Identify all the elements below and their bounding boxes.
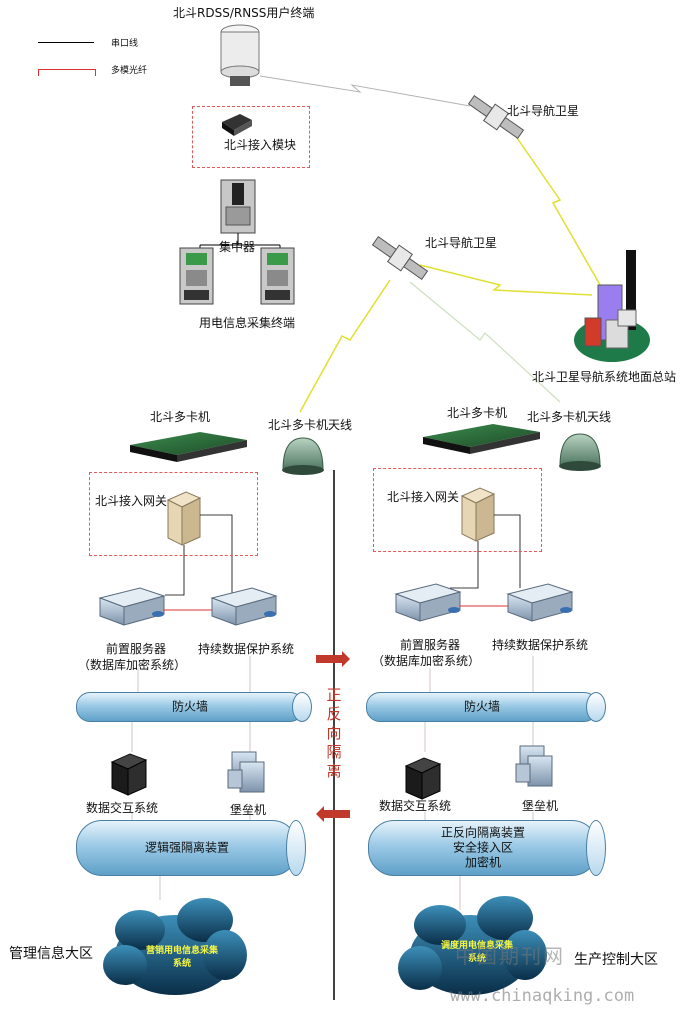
access-module-box: [192, 106, 310, 168]
data-exchange-server-icon: [404, 757, 442, 800]
legend-serial-label: 串口线: [111, 39, 139, 49]
serial-line: [165, 545, 185, 596]
serial-line-swatch: [38, 42, 94, 43]
right-bastion-label: 堡垒机: [522, 799, 559, 813]
multicard-machine-icon: [423, 424, 540, 454]
left-antenna-label: 北斗多卡机天线: [268, 418, 353, 432]
divider-label: 正反向隔离: [326, 686, 342, 780]
rack-server-icon: [98, 587, 166, 626]
wireless-link-terminal-sat1: [259, 75, 471, 107]
left-front-server-label: 前置服务器: [106, 642, 167, 656]
right-isolation-line-3: 加密机: [464, 855, 501, 870]
right-isolation-line-1: 正反向隔离装置: [440, 825, 525, 840]
watermark-url: www.chinaqking.com: [450, 986, 635, 1006]
bastion-host-icon: [227, 751, 265, 793]
access-module-label: 北斗接入模块: [224, 138, 297, 152]
right-isolation-line-2: 安全接入区: [452, 840, 513, 855]
left-cloud-label: 营销用电信息采集系统: [145, 946, 218, 969]
watermark-cn: 中国期刊网: [455, 944, 565, 968]
left-front-server-sub: （数据库加密系统）: [78, 658, 187, 672]
bastion-host-icon: [515, 745, 553, 787]
multicard-machine-icon: [130, 432, 247, 462]
right-gateway-label: 北斗接入网关: [387, 490, 460, 504]
left-isolation-label: 逻辑强隔离装置: [144, 840, 229, 855]
data-exchange-server-icon: [110, 753, 148, 796]
gateway-server-icon: [166, 491, 202, 546]
wireless-link-sat2-station: [419, 264, 593, 296]
satellite-2-label: 北斗导航卫星: [425, 236, 498, 250]
serial-line: [494, 514, 521, 588]
user-terminal-icon: [220, 24, 260, 86]
satellite-icon: [467, 95, 525, 139]
antenna-dome-icon: [282, 437, 324, 475]
meter-icon: [179, 247, 214, 305]
antenna-dome-icon: [559, 433, 601, 471]
serial-line: [200, 514, 233, 595]
right-front-server-label: 前置服务器: [400, 638, 461, 652]
left-zone-label: 管理信息大区: [9, 946, 93, 962]
access-module-icon: [222, 114, 252, 136]
right-cloud-label: 调度用电信息采集系统: [440, 941, 513, 964]
cloud-icon: [103, 898, 247, 995]
collect-terminal-label: 用电信息采集终端: [199, 316, 296, 330]
right-firewall-label: 防火墙: [463, 699, 500, 714]
left-firewall: 防火墙: [76, 692, 312, 722]
user-terminal-label: 北斗RDSS/RNSS用户终端: [173, 6, 315, 20]
satellite-icon: [371, 236, 429, 280]
meter-icon: [260, 247, 295, 305]
concentrator-icon: [220, 179, 256, 234]
left-isolation-device: 逻辑强隔离装置: [76, 820, 306, 876]
left-firewall-label: 防火墙: [171, 699, 208, 714]
right-exchange-label: 数据交互系统: [379, 799, 452, 813]
forward-arrow-icon: [316, 651, 350, 667]
ground-station-label: 北斗卫星导航系统地面总站: [532, 370, 677, 384]
right-antenna-label: 北斗多卡机天线: [527, 410, 612, 424]
rack-server-icon: [506, 583, 574, 622]
left-backup-label: 持续数据保护系统: [198, 642, 295, 656]
right-firewall: 防火墙: [366, 692, 606, 722]
rack-server-icon: [210, 587, 278, 626]
wireless-link-sat2-right-antenna: [409, 281, 561, 403]
left-gateway-label: 北斗接入网关: [95, 494, 168, 508]
cloud-icon: [398, 896, 547, 995]
reverse-arrow-icon: [316, 806, 350, 822]
gateway-box-left: [89, 472, 258, 556]
left-bastion-label: 堡垒机: [230, 803, 267, 817]
ground-station-icon: [574, 250, 650, 362]
right-backup-label: 持续数据保护系统: [492, 638, 589, 652]
concentrator-label: 集中器: [219, 240, 256, 254]
right-zone-label: 生产控制大区: [574, 952, 658, 968]
fiber-swatch: [38, 69, 96, 76]
right-front-server-sub: （数据库加密系统）: [372, 654, 481, 668]
wireless-link-sat1-station: [514, 134, 604, 291]
gateway-box-right: [373, 468, 542, 552]
satellite-1-label: 北斗导航卫星: [507, 104, 580, 118]
legend-fiber-label: 多模光纤: [111, 66, 148, 76]
right-multicard-label: 北斗多卡机: [447, 406, 508, 420]
gateway-server-icon: [460, 487, 496, 542]
right-isolation-text: 正反向隔离装置 安全接入区 加密机: [369, 826, 597, 871]
left-multicard-label: 北斗多卡机: [150, 410, 211, 424]
left-exchange-label: 数据交互系统: [86, 801, 159, 815]
right-isolation-device: 正反向隔离装置 安全接入区 加密机: [368, 820, 606, 876]
wireless-link-sat2-left-antenna: [299, 279, 391, 413]
serial-line: [450, 541, 479, 589]
rack-server-icon: [394, 583, 462, 622]
